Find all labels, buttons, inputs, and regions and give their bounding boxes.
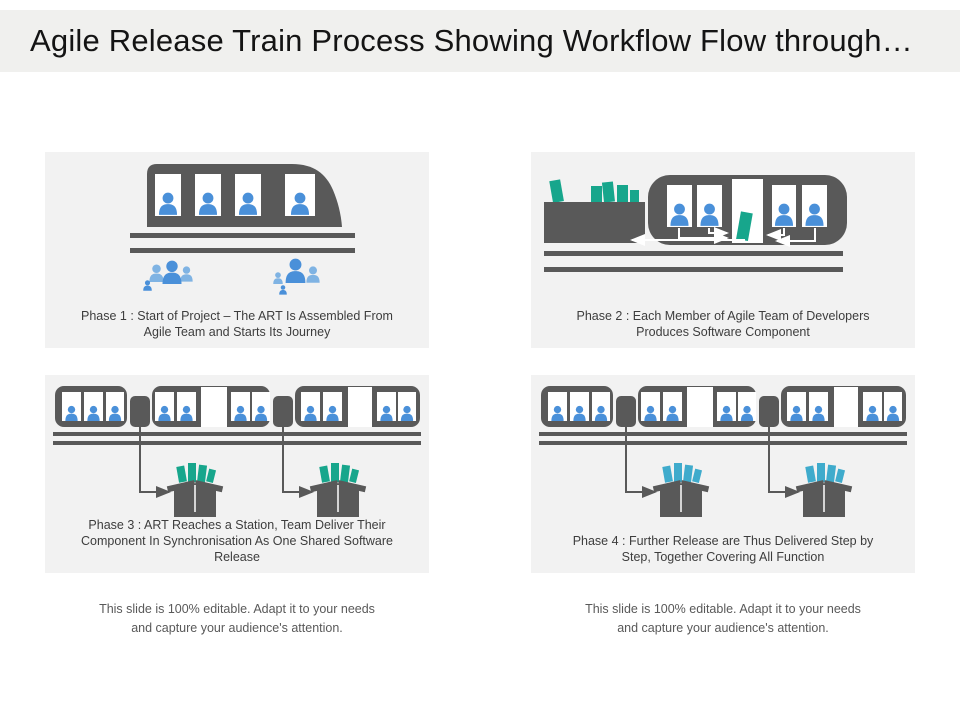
phase-4-panel: Phase 4 : Further Release are Thus Deliv… <box>531 375 915 573</box>
phase-3-caption: Phase 3 : ART Reaches a Station, Team De… <box>81 518 393 564</box>
workflow-arrows <box>630 227 816 247</box>
slide-title: Agile Release Train Process Showing Work… <box>30 23 913 58</box>
track-lines <box>544 251 843 272</box>
phase-4-caption: Phase 4 : Further Release are Thus Deliv… <box>572 534 874 564</box>
train-icon <box>648 175 847 245</box>
train-windows <box>667 179 827 243</box>
train-icon <box>147 164 342 227</box>
train-windows <box>155 174 315 216</box>
phase-2-panel: Phase 2 : Each Member of Agile Team of D… <box>531 152 915 348</box>
component-bars-icon <box>549 179 639 203</box>
phase-1-caption: Phase 1 : Start of Project – The ART Is … <box>81 309 393 339</box>
track-lines <box>130 233 355 253</box>
phase-3-panel: Phase 3 : ART Reaches a Station, Team De… <box>45 375 429 573</box>
phase-1-graphic <box>130 164 355 295</box>
software-box-icon <box>544 179 645 243</box>
phase-2-caption: Phase 2 : Each Member of Agile Team of D… <box>576 309 870 339</box>
agile-team-group-icon <box>143 260 193 291</box>
editable-note-left: This slide is 100% editable. Adapt it to… <box>99 602 375 636</box>
title-bar: Agile Release Train Process Showing Work… <box>0 10 960 72</box>
phase-2-graphic <box>544 175 847 272</box>
agile-team-group-icon <box>273 258 320 295</box>
software-component-bar <box>736 211 753 242</box>
phase-1-panel: Phase 1 : Start of Project – The ART Is … <box>45 152 429 348</box>
editable-note-right: This slide is 100% editable. Adapt it to… <box>585 602 861 636</box>
